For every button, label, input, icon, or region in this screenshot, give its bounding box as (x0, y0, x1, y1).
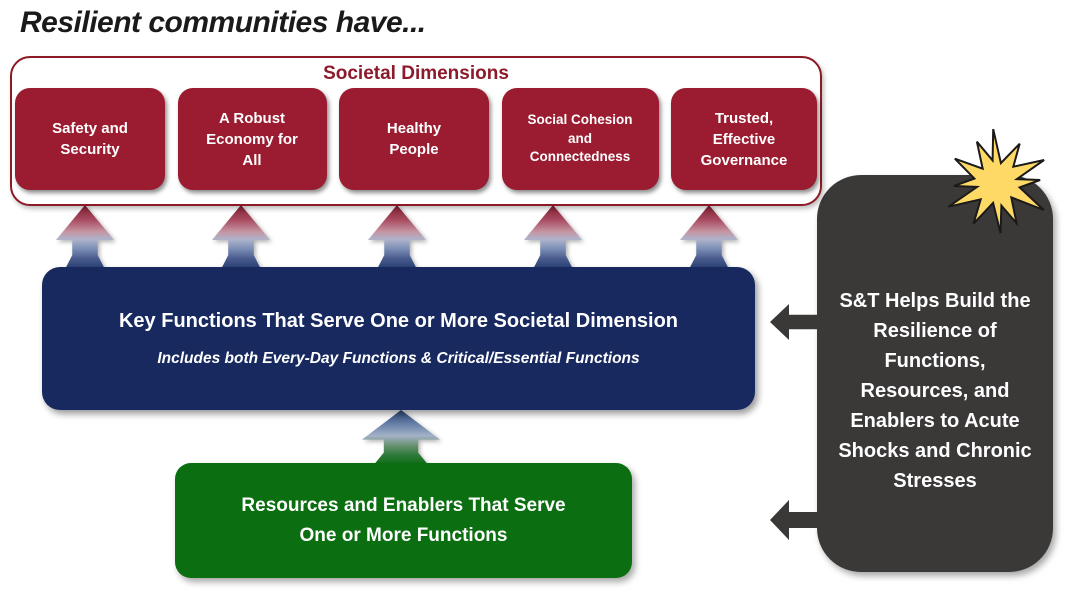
up-arrow-icon (362, 410, 440, 466)
societal-dimensions-panel: Societal Dimensions Safety and Security … (10, 56, 822, 206)
dimension-box-safety-security: Safety and Security (15, 88, 165, 190)
up-arrow-icon (212, 205, 270, 271)
up-arrow-functions-to-dimension-5 (680, 205, 738, 271)
dimension-box-social-cohesion: Social Cohesion and Connectedness (501, 88, 659, 190)
up-arrow-icon (368, 205, 426, 271)
up-arrow-functions-to-dimension-2 (212, 205, 270, 271)
key-functions-subtitle: Includes both Every-Day Functions & Crit… (157, 349, 640, 367)
resources-enablers-box: Resources and Enablers That Serve One or… (175, 463, 632, 578)
up-arrow-icon (680, 205, 738, 271)
dimension-box-trusted-governance: Trusted, Effective Governance (671, 88, 817, 190)
dimension-box-healthy-people: Healthy People (339, 88, 489, 190)
dimension-box-robust-economy: A Robust Economy for All (177, 88, 327, 190)
up-arrow-resources-to-functions (362, 410, 440, 466)
societal-dimensions-label: Societal Dimensions (323, 63, 509, 84)
page-title: Resilient communities have... (20, 6, 426, 39)
key-functions-title: Key Functions That Serve One or More Soc… (118, 309, 678, 332)
dimension-boxes-row: Safety and Security A Robust Economy for… (12, 88, 820, 190)
key-functions-box: Key Functions That Serve One or More Soc… (42, 267, 755, 410)
up-arrow-functions-to-dimension-3 (368, 205, 426, 271)
up-arrow-icon (524, 205, 582, 271)
up-arrow-functions-to-dimension-4 (524, 205, 582, 271)
up-arrow-icon (56, 205, 114, 271)
left-arrow-callout-to-functions (770, 304, 820, 340)
starburst-icon (933, 126, 1061, 240)
up-arrow-functions-to-dimension-1 (56, 205, 114, 271)
st-callout-box: S&T Helps Build the Resilience of Functi… (817, 175, 1053, 572)
st-callout-text: S&T Helps Build the Resilience of Functi… (838, 289, 1032, 492)
left-arrow-callout-to-resources (770, 500, 820, 540)
